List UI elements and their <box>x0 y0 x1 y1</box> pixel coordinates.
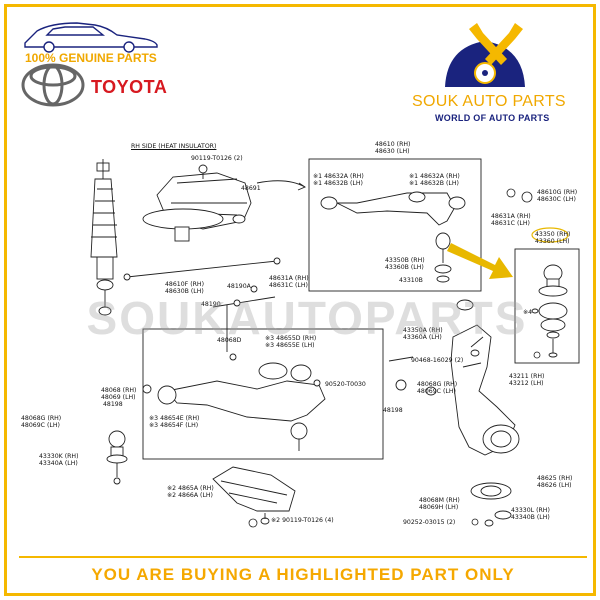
part-label: 90520-T0030 <box>325 381 366 388</box>
part-label: ※4 <box>523 309 533 316</box>
part-label-highlighted: 43350 (RH) 43360 (LH) <box>535 231 571 245</box>
part-label: 90468-16029 (2) <box>411 357 464 364</box>
part-label: 48068G (RH) 48069C (LH) <box>21 415 62 429</box>
footer-notice: YOU ARE BUYING A HIGHLIGHTED PART ONLY <box>91 565 515 584</box>
part-label: 48068G (RH) 48069C (LH) <box>417 381 458 395</box>
lower-ball-joint <box>106 430 128 485</box>
part-label: 48068M (RH) 48069H (LH) <box>419 497 460 511</box>
part-label: 43310B <box>399 277 423 284</box>
part-label: 48631A (RH) 48631C (LH) <box>491 213 531 227</box>
shock-absorber <box>90 159 118 316</box>
lower-control-arm <box>142 305 326 451</box>
diagram-lines <box>142 158 580 460</box>
part-label: 48610F (RH) 48630B (LH) <box>165 281 204 295</box>
highlight-circle <box>531 227 569 243</box>
heat-insulator-bracket <box>142 164 252 242</box>
upper-control-arm <box>320 191 466 283</box>
part-label: 90252-03015 (2) <box>403 519 456 526</box>
part-label: 48610G (RH) 48630C (LH) <box>537 189 578 203</box>
part-label: 43211 (RH) 43212 (LH) <box>509 373 545 387</box>
part-label: 48190 <box>201 301 221 308</box>
part-label: 48068 (RH) 48069 (LH) <box>101 387 137 401</box>
part-label: ※2 4865A (RH) ※2 4866A (LH) <box>167 485 214 499</box>
part-label: ※1 48632A (RH) ※1 48632B (LH) <box>409 173 460 187</box>
part-label: ※1 48632A (RH) ※1 48632B (LH) <box>313 173 364 187</box>
part-label: 48198 <box>383 407 403 414</box>
part-label: 48691 <box>241 185 261 192</box>
listing-panel: 100% GENUINE PARTS TOYOTA SOUK AUTO PART… <box>4 4 596 596</box>
part-label: 90119-T0126 (2) <box>191 155 243 162</box>
steering-knuckle <box>388 299 520 527</box>
genuine-parts-tagline: 100% GENUINE PARTS <box>25 51 157 65</box>
note-rh-side: RH SIDE (HEAT INSULATOR) <box>131 143 217 150</box>
part-label: 48068D <box>217 337 242 344</box>
bolts <box>248 188 541 528</box>
shop-name: SOUK AUTO PARTS <box>412 93 566 110</box>
part-label: ※3 48655D (RH) ※3 48655E (LH) <box>265 335 317 349</box>
part-label: ※3 48654E (RH) ※3 48654F (LH) <box>149 415 200 429</box>
shop-subtitle: WORLD OF AUTO PARTS <box>435 113 550 123</box>
part-label: 48610 (RH) 48630 (LH) <box>375 141 411 155</box>
ball-joint-highlighted <box>531 264 568 358</box>
toyota-logo <box>21 63 85 107</box>
highlight-arrow <box>447 243 513 279</box>
souk-logo-icon <box>445 23 525 87</box>
part-label: 43330L (RH) 43340B (LH) <box>511 507 550 521</box>
footer-divider <box>19 556 587 558</box>
part-label: 48190A <box>227 283 251 290</box>
part-label: 48631A (RH) 48631C (LH) <box>269 275 309 289</box>
part-label: ※2 90119-T0126 (4) <box>271 517 334 524</box>
car-icon <box>24 22 158 53</box>
toyota-brand-text: TOYOTA <box>91 77 168 97</box>
rod <box>123 257 281 308</box>
bracket-lower <box>212 466 296 525</box>
part-label: 43330K (RH) 43340A (LH) <box>39 453 79 467</box>
part-label: 48625 (RH) 48626 (LH) <box>537 475 573 489</box>
diagram-canvas <box>21 22 580 528</box>
part-label: 43350B (RH) 43360B (LH) <box>385 257 425 271</box>
part-label: 43350A (RH) 43360A (LH) <box>403 327 443 341</box>
watermark: SOUKAUTOPARTS <box>86 292 528 344</box>
part-label: 48198 <box>103 401 123 408</box>
